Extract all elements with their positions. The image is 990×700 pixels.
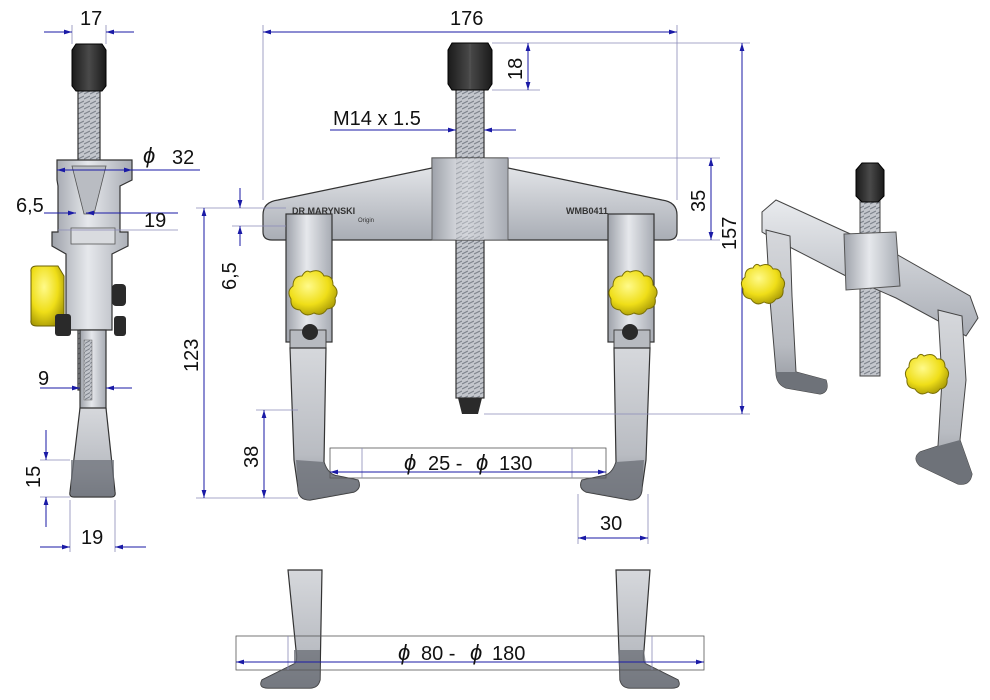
side-shank-label: 9: [38, 368, 49, 390]
jaw-height-label: 123: [181, 339, 203, 372]
isometric-view: [740, 162, 979, 485]
reversed-jaws-view: ϕ 80 - ϕ 180: [235, 569, 705, 689]
front-left-jaw: [285, 213, 360, 501]
stamp-origin: Origin: [358, 218, 374, 224]
outer-range-symbol-2: ϕ: [470, 640, 482, 665]
iso-left-knob: [740, 263, 786, 305]
outer-range-symbol: ϕ: [398, 640, 410, 665]
side-body-width-label: 19: [144, 210, 166, 232]
diameter-symbol: ϕ: [143, 143, 155, 168]
front-flange-label: 6,5: [219, 262, 241, 290]
stamp-brand: DR MARYNSKI: [292, 206, 355, 216]
stamp-model: WMB0411: [566, 206, 608, 216]
inner-range-label: 25 -: [428, 453, 462, 475]
front-left-knob: [288, 270, 338, 316]
inner-range-symbol-2: ϕ: [476, 450, 488, 475]
nut-height-label: 18: [505, 58, 527, 80]
outer-range-end-label: 180: [492, 643, 525, 665]
overall-height-label: 157: [719, 217, 741, 250]
side-collar-diameter-label: 32: [172, 147, 194, 169]
jaw-foot-label: 38: [241, 446, 263, 468]
side-view: 17 ϕ 32 6,5 19 9 15 19: [16, 8, 200, 552]
front-right-jaw: [580, 213, 658, 501]
hook-width-label: 30: [600, 513, 622, 535]
side-flange-label: 6,5: [16, 195, 44, 217]
overall-width-label: 176: [450, 8, 483, 30]
front-right-knob: [608, 270, 658, 316]
inner-range-symbol: ϕ: [404, 450, 416, 475]
side-nut: [71, 43, 107, 92]
side-jaw-tip-label: 15: [23, 466, 45, 488]
thread-spec-label: M14 x 1.5: [333, 108, 421, 130]
front-view: DR MARYNSKI Origin WMB0411 176: [181, 8, 750, 544]
side-top-width-label: 17: [80, 8, 102, 30]
inner-range-end-label: 130: [499, 453, 532, 475]
front-spindle: [455, 87, 485, 399]
side-collar: [51, 159, 133, 331]
side-jaw-width-label: 19: [81, 527, 103, 549]
crossbar-height-label: 35: [688, 190, 710, 212]
outer-range-label: 80 -: [421, 643, 455, 665]
iso-right-knob: [904, 353, 950, 395]
